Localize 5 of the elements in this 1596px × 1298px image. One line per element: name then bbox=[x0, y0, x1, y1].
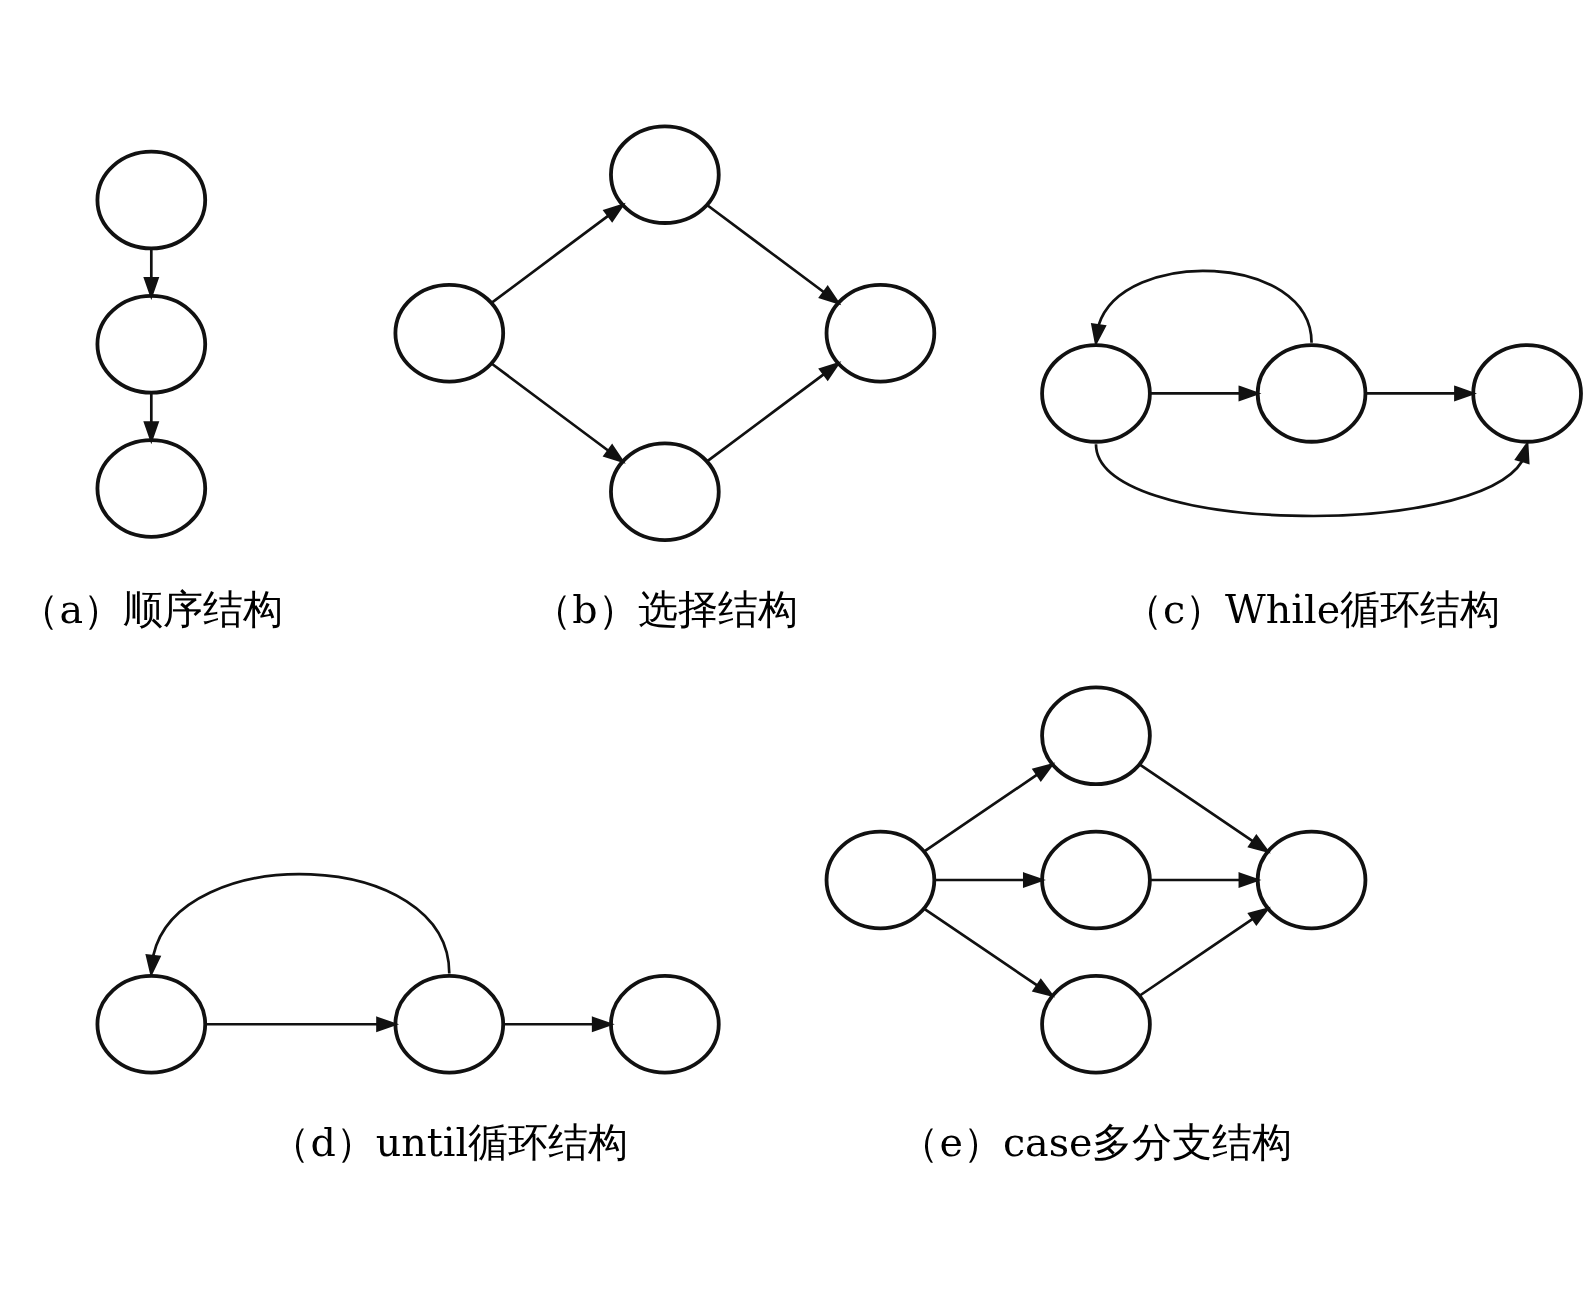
label: （e）case多分支结构 bbox=[899, 1118, 1293, 1165]
label: （c）While循环结构 bbox=[1122, 586, 1501, 633]
label: （b）选择结构 bbox=[532, 586, 798, 633]
label: （a）顺序结构 bbox=[19, 586, 284, 633]
label: （d）until循环结构 bbox=[270, 1118, 629, 1165]
